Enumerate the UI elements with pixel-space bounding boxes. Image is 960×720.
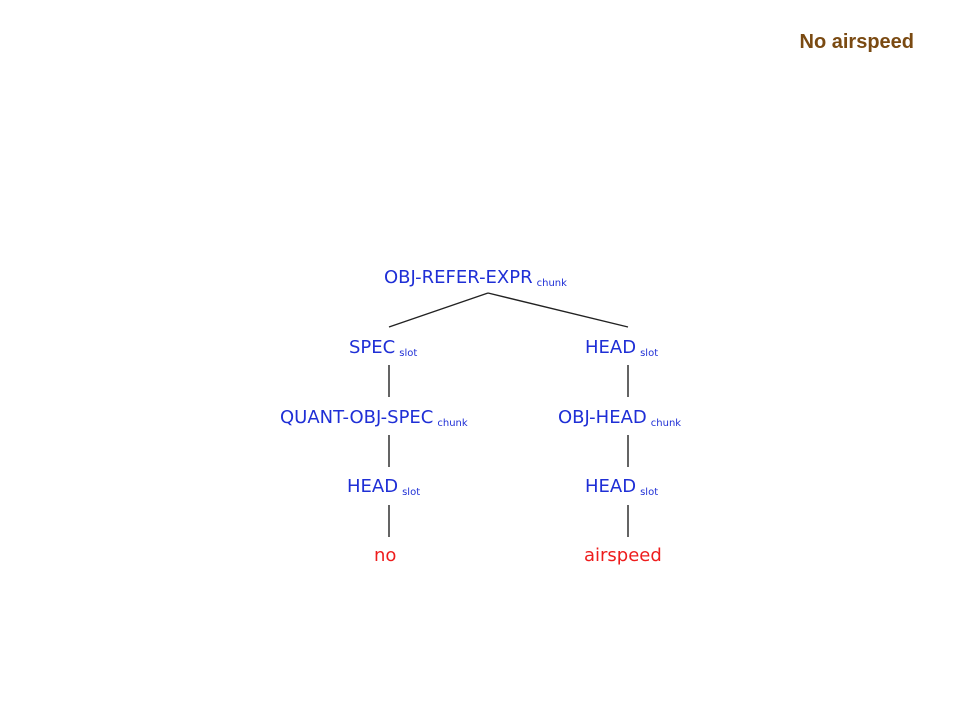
tree-node-head-slot-right: HEAD slot — [585, 337, 658, 359]
leaf-word: airspeed — [584, 545, 662, 566]
node-subscript: chunk — [437, 418, 468, 429]
node-subscript: chunk — [651, 418, 682, 429]
node-label: OBJ-REFER-EXPR — [384, 267, 533, 288]
tree-node-leaf-airspeed: airspeed — [584, 545, 662, 566]
leaf-word: no — [374, 545, 396, 566]
node-label: SPEC — [349, 337, 395, 358]
tree-node-obj-head: OBJ-HEAD chunk — [558, 407, 681, 429]
node-label: HEAD — [347, 476, 398, 497]
tree-node-root: OBJ-REFER-EXPR chunk — [384, 267, 567, 289]
tree-node-head-slot-left-lower: HEAD slot — [347, 476, 420, 498]
node-label: HEAD — [585, 476, 636, 497]
node-label: HEAD — [585, 337, 636, 358]
node-subscript: slot — [640, 487, 658, 498]
node-subscript: slot — [399, 348, 417, 359]
node-label: OBJ-HEAD — [558, 407, 647, 428]
node-subscript: chunk — [537, 278, 568, 289]
tree-node-head-slot-right-lower: HEAD slot — [585, 476, 658, 498]
tree-edges — [388, 292, 629, 537]
node-subscript: slot — [402, 487, 420, 498]
tree-edge — [388, 292, 489, 328]
tree-edge — [487, 292, 629, 328]
node-label: QUANT-OBJ-SPEC — [280, 407, 433, 428]
tree-node-leaf-no: no — [374, 545, 396, 566]
slide-title: No airspeed — [799, 31, 914, 53]
tree-node-spec-slot: SPEC slot — [349, 337, 417, 359]
tree-node-quant-obj-spec: QUANT-OBJ-SPEC chunk — [280, 407, 468, 429]
node-subscript: slot — [640, 348, 658, 359]
